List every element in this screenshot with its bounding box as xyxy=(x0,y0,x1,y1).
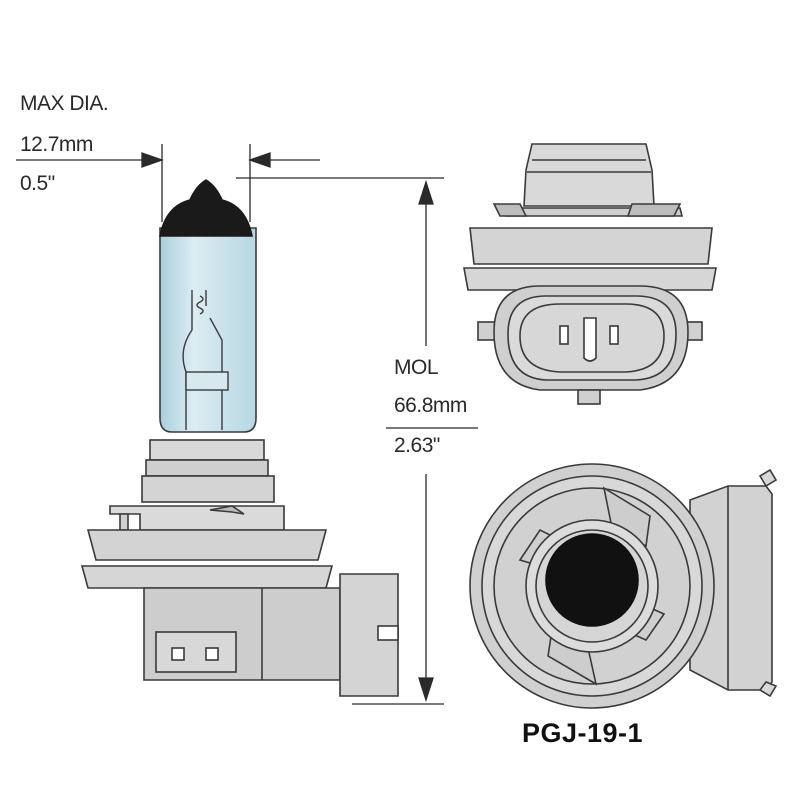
max-dia-title: MAX DIA. xyxy=(20,92,109,115)
front-flange-upper xyxy=(469,227,713,265)
front-cap xyxy=(523,143,655,207)
bayonet-lobe-top xyxy=(602,486,651,548)
end-black-cap xyxy=(545,533,639,627)
arrow-right-head xyxy=(141,152,164,168)
mol-mm: 66.8mm xyxy=(394,394,467,417)
front-view-base xyxy=(463,143,717,405)
flange-upper xyxy=(86,529,328,561)
front-bottom-tab xyxy=(577,389,601,405)
arrow-left-head xyxy=(248,152,271,168)
glass-envelope xyxy=(159,227,257,433)
mol-title: MOL xyxy=(394,356,439,379)
neck-band-3 xyxy=(141,475,275,503)
plug-housing xyxy=(339,573,399,697)
neck-band-2 xyxy=(145,459,269,477)
flange-lower xyxy=(80,565,334,589)
side-view-bulb xyxy=(80,179,399,697)
base-type-label: PGJ-19-1 xyxy=(522,718,644,748)
clip-plate xyxy=(109,505,285,531)
neck-band-1 xyxy=(149,439,265,461)
arrow-up-head xyxy=(418,179,434,205)
max-dia-in: 0.5" xyxy=(20,172,55,195)
mol-in: 2.63" xyxy=(394,434,440,457)
filament-leads xyxy=(182,290,229,430)
black-tip-cap xyxy=(159,179,253,237)
arrow-down-head xyxy=(418,677,434,703)
end-view-plug xyxy=(689,485,773,691)
front-flange-lower xyxy=(463,267,717,291)
end-view-socket xyxy=(469,463,778,709)
max-dia-mm: 12.7mm xyxy=(20,133,93,156)
dimension-lines xyxy=(16,144,478,705)
terminal-window xyxy=(155,631,237,673)
